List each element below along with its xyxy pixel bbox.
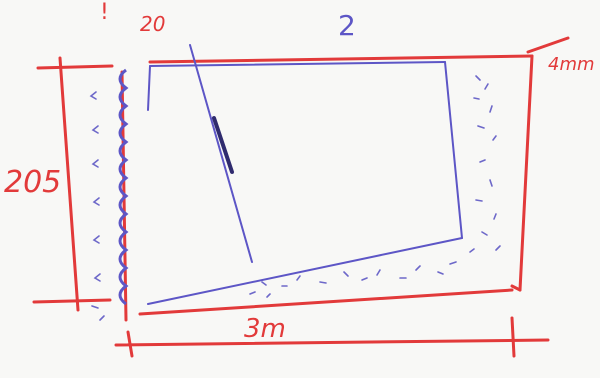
top-offset-label: 20 (140, 12, 166, 36)
inner-outline (147, 44, 463, 305)
concrete-texture (249, 75, 501, 298)
left-dimension-line (32, 56, 114, 312)
outer-frame (120, 36, 570, 322)
right-thickness-label: 4mm (548, 54, 595, 75)
top-marker-label: ! (100, 0, 109, 25)
bottom-width-label: 3m (244, 314, 286, 344)
top-number-label: 2 (338, 9, 356, 42)
left-height-label: 205 (4, 165, 62, 200)
bottom-dimension-line (114, 316, 550, 358)
hatch-marks (89, 91, 105, 321)
scalloped-wall (118, 68, 129, 306)
